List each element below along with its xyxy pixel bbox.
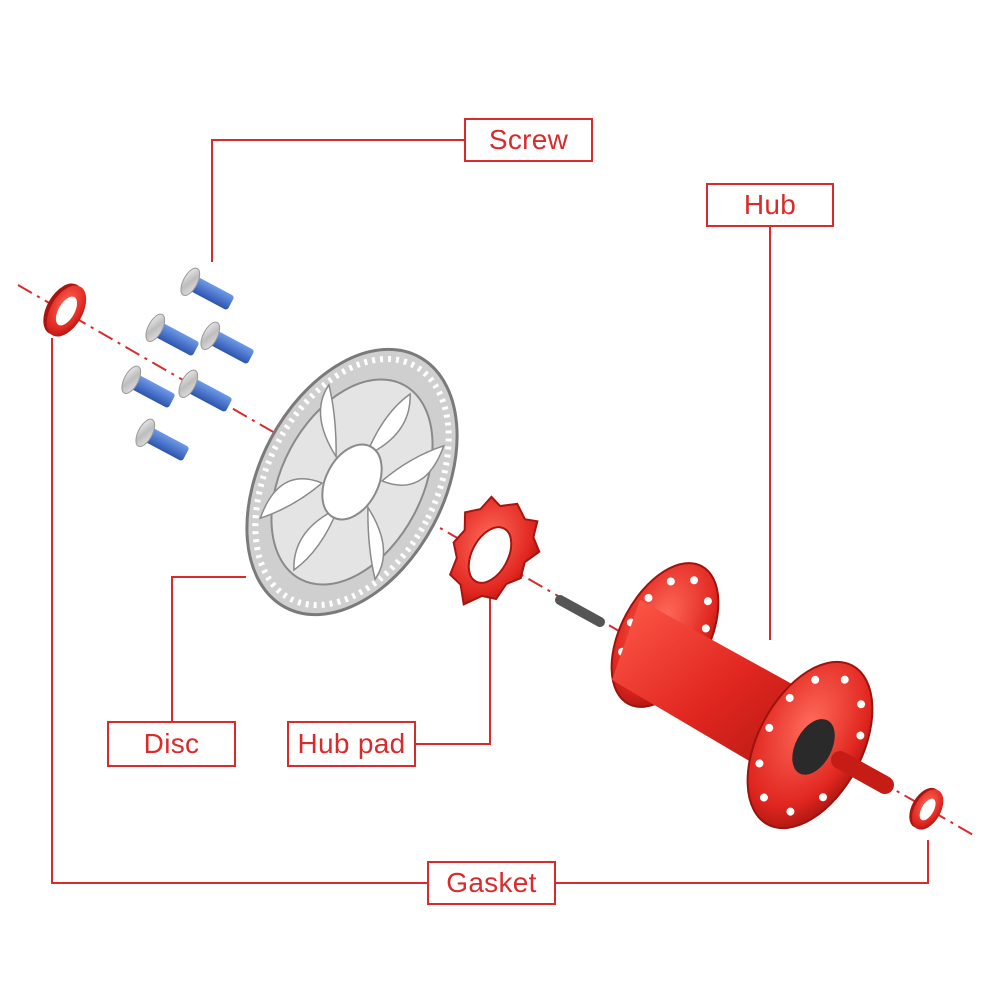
screws — [121, 267, 254, 461]
gasket-left — [43, 283, 87, 337]
label-gasket: Gasket — [427, 861, 556, 905]
label-screw: Screw — [464, 118, 593, 162]
leader-lines — [51, 139, 929, 884]
label-disc: Disc — [107, 721, 236, 767]
label-hub-pad: Hub pad — [287, 721, 416, 767]
hub-pad — [448, 495, 541, 606]
hub — [555, 562, 894, 830]
gasket-right — [909, 787, 944, 830]
brake-disc — [245, 347, 459, 617]
label-hub: Hub — [706, 183, 834, 227]
